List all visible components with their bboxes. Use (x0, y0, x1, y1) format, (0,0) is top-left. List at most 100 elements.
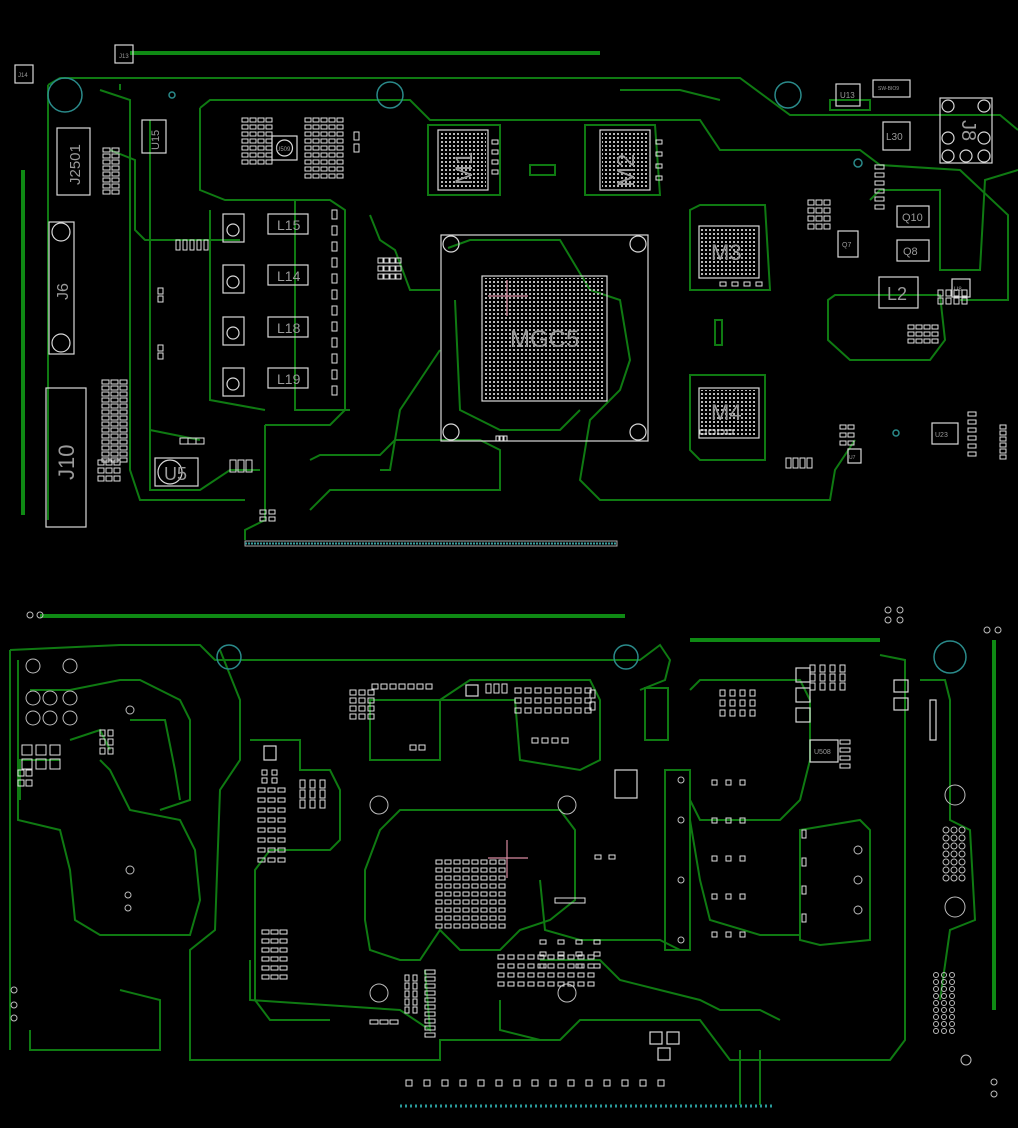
component-m3[interactable]: M3 (698, 225, 760, 279)
smd-pad (471, 867, 479, 873)
component-u509[interactable]: U509 (271, 135, 298, 161)
smd-pad (507, 981, 515, 987)
smd-pad (182, 239, 188, 251)
smd-pad (358, 705, 366, 712)
smd-pad (17, 769, 25, 777)
smd-pad (279, 938, 288, 944)
component-mgc5[interactable]: MGC5 (440, 234, 649, 442)
component-l18[interactable]: L18 (267, 316, 309, 338)
smd-pad (471, 907, 479, 913)
smd-pad (312, 117, 320, 123)
component-m4[interactable]: M4 (698, 387, 760, 439)
smd-pad (999, 430, 1007, 436)
via (942, 858, 950, 866)
smd-pad (739, 689, 746, 697)
component-j10[interactable]: J10 (45, 387, 87, 528)
smd-pad (480, 923, 488, 929)
smd-pad (594, 854, 602, 860)
smd-pad (101, 391, 110, 397)
smd-pad (541, 737, 549, 744)
smd-pad (101, 403, 110, 409)
component-q10[interactable]: Q10 (896, 205, 930, 228)
smd-pad (874, 196, 885, 202)
component-j8[interactable]: J8 (939, 97, 993, 164)
smd-pad (111, 147, 120, 153)
component-l2[interactable]: L2 (878, 276, 919, 309)
smd-pad (111, 153, 120, 159)
via (950, 874, 958, 882)
smd-pad (967, 451, 977, 457)
smd-pad (915, 324, 923, 330)
component-q8[interactable]: Q8 (896, 239, 930, 262)
component-sw-bio9[interactable]: SW-BIO9 (872, 79, 911, 98)
smd-pad (110, 409, 119, 415)
component-j2501[interactable]: J2501 (56, 127, 91, 196)
smd-pad (453, 875, 461, 881)
smd-pad (497, 954, 505, 960)
smd-pad (801, 885, 807, 895)
smd-pad (102, 165, 111, 171)
smd-pad (107, 738, 114, 746)
smd-pad (575, 951, 583, 957)
component-j14[interactable]: J14 (14, 64, 34, 84)
via (933, 1021, 939, 1027)
smd-pad (967, 435, 977, 441)
smd-pad (267, 827, 276, 833)
component-q7[interactable]: Q7 (837, 230, 859, 258)
smd-pad (739, 699, 746, 707)
smd-pad (495, 435, 500, 442)
component-j13[interactable]: J13 (114, 44, 134, 64)
label-l19: L19 (277, 371, 301, 387)
smd-pad (603, 1079, 611, 1087)
smd-pad (489, 923, 497, 929)
smd-pad (257, 807, 266, 813)
component-u23[interactable]: U23 (931, 422, 959, 445)
component-u7[interactable]: U7 (847, 448, 862, 464)
smd-pad (915, 338, 923, 344)
label-j8: J8 (957, 120, 979, 141)
smd-pad (249, 145, 257, 151)
via (958, 850, 966, 858)
smd-pad (319, 799, 326, 809)
smd-pad (498, 907, 506, 913)
component-u508[interactable]: U508 (809, 739, 839, 763)
smd-pad (257, 837, 266, 843)
smd-pad (412, 990, 418, 998)
label-q7: Q7 (842, 242, 851, 249)
component-m2[interactable]: M2 (599, 129, 651, 191)
component-l19[interactable]: L19 (267, 367, 309, 389)
smd-pad (349, 705, 357, 712)
smd-pad (379, 1019, 389, 1025)
smd-pad (267, 857, 276, 863)
smd-pad (839, 755, 851, 761)
via (958, 842, 966, 850)
smd-pad (815, 199, 823, 206)
component-j6[interactable]: J6 (48, 221, 75, 355)
via (950, 834, 958, 842)
via (942, 850, 950, 858)
via (942, 842, 950, 850)
via (941, 986, 947, 992)
component-u13[interactable]: U13 (835, 83, 861, 107)
component-l30[interactable]: L30 (882, 121, 911, 151)
smd-pad (424, 1025, 436, 1031)
smd-pad (119, 427, 128, 433)
component-l15[interactable]: L15 (267, 213, 309, 235)
smd-pad (312, 131, 320, 137)
smd-pad (471, 923, 479, 929)
smd-pad (119, 457, 128, 463)
smd-pad (725, 931, 732, 938)
smd-pad (249, 152, 257, 158)
smd-pad (111, 171, 120, 177)
smd-pad (405, 1079, 413, 1087)
smd-pad (110, 451, 119, 457)
smd-pad (102, 189, 111, 195)
smd-pad (471, 899, 479, 905)
component-m1[interactable]: M1 (437, 129, 489, 191)
smd-pad (424, 1004, 436, 1010)
component-u15[interactable]: U15 (141, 119, 167, 154)
smd-pad (113, 467, 121, 474)
component-l14[interactable]: L14 (267, 264, 309, 286)
component-u5[interactable]: U5 (154, 457, 199, 487)
